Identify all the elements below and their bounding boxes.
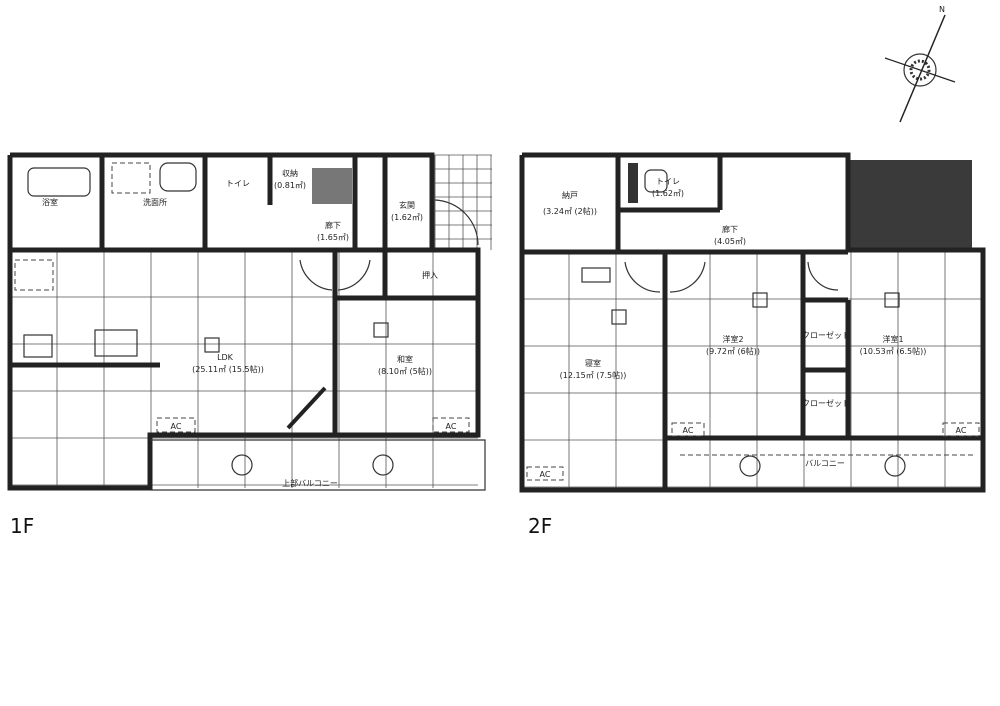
ac-label: AC <box>540 470 551 479</box>
room-hall-label: 廊下 <box>325 220 341 230</box>
room-toilet-area: (1.62㎡) <box>652 189 684 198</box>
ac-label: AC <box>956 426 967 435</box>
room-closet-label: 押入 <box>422 270 438 280</box>
room-ldk-label: LDK <box>217 353 234 362</box>
ac-label: AC <box>683 426 694 435</box>
floor1-plan: 浴室 洗面所 トイレ 収納 (0.81㎡) 廊下 (1.65㎡) 玄関 (1.6… <box>7 152 492 538</box>
compass-north-label: N <box>939 5 945 14</box>
floor2-label: 2F <box>528 514 552 538</box>
compass-icon: N <box>884 5 956 123</box>
room-western2-area: (9.72㎡ (6帖)) <box>706 346 760 356</box>
room-storeroom-area: (3.24㎡ (2帖)) <box>543 206 597 216</box>
void-area <box>850 160 972 250</box>
room-western1-label: 洋室1 <box>882 334 903 344</box>
room-storeroom-label: 納戸 <box>562 190 578 200</box>
room-toilet-label: トイレ <box>226 179 250 188</box>
closet-label: クローゼット <box>802 398 850 408</box>
room-bedroom-area: (12.15㎡ (7.5帖)) <box>560 370 627 380</box>
room-washitsu-label: 和室 <box>397 354 413 364</box>
room-toilet-label: トイレ <box>656 177 680 186</box>
room-hall-label: 廊下 <box>722 224 738 234</box>
room-storage-label: 収納 <box>282 168 298 178</box>
closet-label: クローゼット <box>802 330 850 340</box>
balcony-above-label: 上部バルコニー <box>282 478 338 488</box>
ac-label: AC <box>171 422 182 431</box>
room-hall-area: (4.05㎡) <box>714 237 746 246</box>
room-western1-area: (10.53㎡ (6.5帖)) <box>860 346 927 356</box>
room-ldk-area: (25.11㎡ (15.5帖)) <box>192 364 264 374</box>
room-western2-label: 洋室2 <box>722 334 743 344</box>
room-entrance-label: 玄関 <box>399 200 415 210</box>
floor1-label: 1F <box>10 514 34 538</box>
ac-label: AC <box>446 422 457 431</box>
room-bedroom-label: 寝室 <box>585 358 601 368</box>
room-washroom-label: 洗面所 <box>143 197 167 207</box>
room-bath-label: 浴室 <box>42 197 58 207</box>
floor2-plan: 納戸 (3.24㎡ (2帖)) トイレ (1.62㎡) 廊下 (4.05㎡) 寝… <box>519 152 986 538</box>
room-washitsu-area: (8.10㎡ (5帖)) <box>378 366 432 376</box>
room-storage-area: (0.81㎡) <box>274 181 306 190</box>
room-hall-area: (1.65㎡) <box>317 233 349 242</box>
room-entrance-area: (1.62㎡) <box>391 213 423 222</box>
balcony-label: バルコニー <box>805 459 845 468</box>
